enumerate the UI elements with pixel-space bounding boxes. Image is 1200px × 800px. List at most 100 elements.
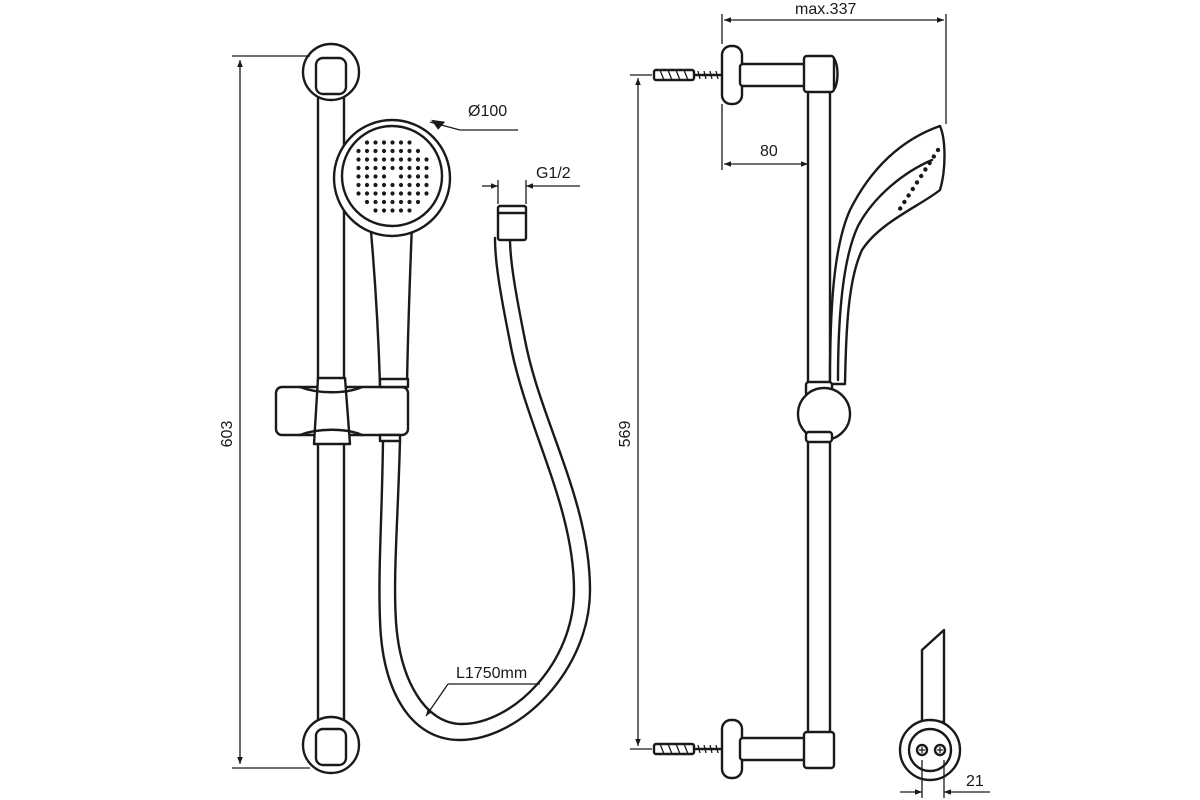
nozzle-dot (390, 165, 395, 171)
hose-connector (496, 204, 528, 242)
side-view: max.337 80 569 (617, 1, 947, 780)
label-total-height: 603 (219, 421, 236, 448)
nozzle-dot (373, 165, 378, 171)
nozzle-dot (390, 208, 395, 213)
label-max-depth: max.337 (795, 1, 856, 18)
nozzle-dot (398, 182, 404, 188)
side-nozzle-dot (919, 173, 924, 179)
top-wall-bracket (301, 42, 361, 102)
dim-max-depth (721, 14, 947, 124)
nozzle-dot (407, 208, 412, 213)
nozzle-dot (356, 174, 361, 179)
nozzle-dot (381, 165, 387, 171)
nozzle-dot (407, 140, 412, 145)
nozzle-dot (356, 165, 361, 171)
side-handset-profile (828, 124, 946, 386)
nozzle-dot (373, 199, 378, 205)
nozzle-dot (381, 140, 387, 145)
nozzle-dot (364, 174, 370, 179)
side-nozzle-dot (898, 206, 903, 211)
bottom-wall-bracket (301, 715, 361, 775)
label-head-diameter: Ø100 (468, 103, 507, 120)
detail-rail-segment (920, 628, 946, 724)
side-slider-knob (796, 380, 852, 444)
nozzle-dot (390, 182, 395, 188)
nozzle-dot (364, 148, 370, 154)
nozzle-dot (381, 199, 387, 205)
nozzle-dot (424, 165, 429, 171)
nozzle-dot (407, 148, 412, 154)
dim-bracket-spacing (630, 74, 652, 750)
side-nozzle-dot (906, 193, 911, 198)
nozzle-dot (407, 157, 412, 162)
nozzle-dot (390, 148, 395, 154)
nozzle-dot (407, 174, 412, 179)
dim-connection (482, 180, 580, 204)
nozzle-dot (398, 208, 404, 213)
nozzle-dot (398, 174, 404, 179)
label-wall-offset: 80 (760, 143, 778, 160)
nozzle-dot (398, 199, 404, 205)
nozzle-dot (390, 157, 395, 162)
side-bottom-bracket (652, 718, 836, 780)
side-top-bracket (652, 44, 839, 106)
label-hose-length: L1750mm (456, 665, 527, 682)
nozzle-dot (390, 140, 395, 145)
slider-holder (274, 376, 410, 446)
nozzle-dot (398, 157, 404, 162)
nozzle-dot (415, 182, 421, 188)
nozzle-dot (415, 199, 421, 205)
label-bracket-width: 21 (966, 773, 984, 790)
nozzle-dot (390, 191, 395, 196)
nozzle-dot (373, 182, 378, 188)
nozzle-dot (415, 165, 421, 171)
nozzle-dot (356, 182, 361, 188)
detail-view: 21 (898, 628, 990, 798)
side-nozzle-dot (931, 154, 936, 159)
nozzle-dot (381, 174, 387, 179)
nozzle-dot (398, 140, 404, 145)
side-nozzle-dot (935, 147, 941, 153)
nozzle-dot (398, 191, 404, 196)
side-nozzle-dot (914, 180, 920, 185)
nozzle-pattern (356, 140, 429, 213)
shower-hose-outer (378, 236, 592, 742)
nozzle-dot (373, 148, 378, 154)
nozzle-dot (415, 174, 421, 179)
nozzle-dot (364, 199, 370, 205)
dim-bracket-width (900, 760, 990, 798)
nozzle-dot (407, 199, 412, 205)
nozzle-dot (415, 148, 421, 154)
label-connection: G1/2 (536, 165, 571, 182)
nozzle-dot (381, 157, 387, 162)
nozzle-dot (373, 140, 378, 145)
nozzle-dot (356, 157, 361, 162)
side-nozzle-dot (927, 160, 932, 166)
side-nozzle-dot (902, 199, 907, 205)
nozzle-dot (381, 182, 387, 188)
nozzle-dot (424, 174, 429, 179)
nozzle-dot (373, 208, 378, 213)
nozzle-dot (415, 157, 421, 162)
nozzle-dot (364, 191, 370, 196)
nozzle-dot (364, 165, 370, 171)
side-nozzle-dot (923, 167, 928, 172)
nozzle-dot (424, 182, 429, 188)
nozzle-dot (381, 148, 387, 154)
nozzle-dot (356, 148, 361, 154)
nozzle-dot (390, 199, 395, 205)
dim-wall-offset (721, 104, 808, 170)
shower-head (332, 118, 452, 238)
nozzle-dot (407, 165, 412, 171)
nozzle-dot (364, 140, 370, 145)
nozzle-dot (373, 174, 378, 179)
side-nozzle-pattern (898, 147, 941, 211)
nozzle-dot (398, 148, 404, 154)
nozzle-dot (398, 165, 404, 171)
detail-bracket-inner (907, 727, 953, 773)
nozzle-dot (381, 208, 387, 213)
nozzle-dot (407, 182, 412, 188)
nozzle-dot (373, 157, 378, 162)
nozzle-dot (424, 191, 429, 196)
